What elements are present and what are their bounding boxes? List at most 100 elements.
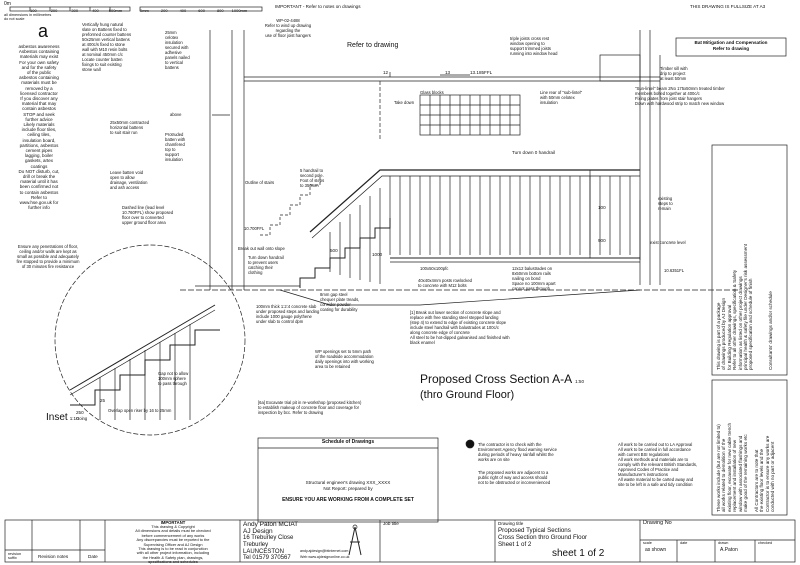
level-106351: 10.6351FL bbox=[664, 268, 685, 273]
schedule-warning: ENSURE YOU ARE WORKING FROM A COMPLETE S… bbox=[282, 497, 414, 503]
schedule-body: Structural engineer's drawing XXX_XXXX N… bbox=[305, 480, 391, 491]
date-label: Date bbox=[88, 554, 98, 559]
side-note-works: These works include (but are not limited… bbox=[716, 422, 749, 512]
break-out-slab-note: [1] Break out lower section of concrete … bbox=[410, 310, 510, 345]
excavate-note: [6a] Excavate trial pit in re-workshop (… bbox=[258, 400, 362, 415]
scale-zero-label: 0m bbox=[4, 1, 11, 7]
insulation-note: 25mm celotex insulation secured with adh… bbox=[165, 30, 190, 70]
scale-tick: 200 bbox=[160, 7, 168, 13]
important-heading: IMPORTANT bbox=[160, 520, 186, 525]
drawn-value: A.Paton bbox=[720, 547, 738, 553]
contractor-flood-note: The contractor is to check with the Envi… bbox=[478, 442, 557, 462]
break-out-note: Break out wall onto slope bbox=[238, 246, 285, 251]
company-address: 16 Treburley Close Treburley LAUNCESTON bbox=[243, 535, 294, 555]
scale-value: as shown bbox=[645, 547, 667, 553]
level-13185: 13.185FFL bbox=[470, 70, 493, 75]
company-tel: Tel 01579 370567 bbox=[243, 555, 291, 561]
handrail-pole-note: 5 handrail to second pole. Foot of steps… bbox=[300, 168, 325, 188]
side-note-package: This drawing is part of a package of dra… bbox=[716, 244, 754, 370]
inset-scale: 1:10 bbox=[69, 416, 79, 421]
take-down-label: Take down bbox=[394, 100, 415, 105]
asbestos-note: asbestos awareness Asbestos containing m… bbox=[18, 44, 60, 211]
inset-dim-250: 250 bbox=[76, 410, 84, 415]
battens-note: Vertically hung natural slate on Battens… bbox=[82, 22, 132, 72]
glass-blocks-label: Glass blocks bbox=[420, 90, 444, 95]
posts-label: 100x50x100pfc bbox=[420, 266, 449, 271]
fire-stopping-note: Ensure any penetrations of floor, ceilin… bbox=[16, 244, 80, 269]
important-body: This drawing & Copyright All dimensions … bbox=[135, 524, 211, 565]
date-label-2: date bbox=[680, 541, 688, 545]
scale-tick: 300 bbox=[71, 7, 79, 13]
company-email-visible: andy.ajdesign@btinternet.com bbox=[300, 549, 349, 553]
above-label: above bbox=[170, 112, 182, 117]
section-title-text: Proposed Cross Section A-A bbox=[420, 372, 573, 386]
overlap-riser-note: Overlap open riser by 16 to 25mm bbox=[108, 408, 172, 413]
protruded-batten-note: Protruded batten with chamfered top to s… bbox=[165, 132, 186, 162]
ffl-10700: 10.700FFL bbox=[244, 226, 265, 231]
scale-tick: 500mm bbox=[108, 7, 123, 13]
bat-mitigation-note: Bat Mitigation and Compensation Refer to… bbox=[694, 40, 768, 51]
scale-label: scale bbox=[643, 541, 652, 545]
outline-stairs-label: Outline of stairs bbox=[245, 180, 275, 185]
print-size-note: THIS DRAWING IS FULLSIZE AT A3 bbox=[690, 4, 766, 9]
drawing-no-label: Drawing No bbox=[643, 520, 672, 526]
scale-tick: 200 bbox=[50, 7, 58, 13]
scale-tick: 100 bbox=[30, 7, 37, 13]
scale-tick: 600 bbox=[198, 7, 205, 13]
contracted-battens-note: 25x50mm contracted horizontal battens to… bbox=[110, 120, 150, 135]
important-note: IMPORTANT - Refer to notes on drawings bbox=[275, 4, 361, 9]
dim-900: 900 bbox=[598, 238, 606, 243]
sheet-number: sheet 1 of 2 bbox=[552, 548, 605, 559]
designer-name: Andy Paton MCIAT bbox=[243, 521, 299, 528]
dim-12: 12 bbox=[383, 70, 389, 75]
scale-tick: 400 bbox=[92, 7, 99, 13]
turn-down-handrail-note-2: Turn down handrail to prevent users catc… bbox=[248, 255, 284, 275]
asbestos-letter: a bbox=[38, 21, 49, 41]
wp-note: WP-02-4488 Refer to wind up drawing rega… bbox=[264, 18, 312, 38]
concrete-slab-note: 100mm thick 1:2:4 concrete slab under pr… bbox=[256, 304, 320, 324]
drawn-label: drawn bbox=[718, 541, 729, 545]
revision-notes-label: Revision notes bbox=[38, 554, 69, 559]
chequer-plate-note: 8mm gap steel chequer plate treads, cons… bbox=[320, 292, 360, 312]
drawing-title-label: Drawing title bbox=[498, 521, 524, 526]
job-title-label: Job title bbox=[383, 521, 399, 526]
side-note-consultants: Consultants' drawings and/or schedule bbox=[768, 291, 773, 370]
dim-500: 500 bbox=[330, 248, 338, 253]
lintel-line-note: Line rear of "sub-lintel" with 50mm celo… bbox=[540, 90, 583, 105]
existing-steps-note: existing steps to remain bbox=[658, 196, 673, 211]
exist-concrete-level: exist concrete level bbox=[650, 240, 686, 245]
revision-suffix-label: revision suffix bbox=[8, 552, 22, 561]
timber-sill-note: Timber sill with drip to project at leas… bbox=[660, 66, 688, 81]
inset-dim-25: 25 bbox=[100, 398, 106, 403]
dimensions-note: all dimensions in millimetres do not sca… bbox=[4, 13, 52, 22]
going-label: Going bbox=[76, 416, 88, 421]
dim-100: 100 bbox=[598, 205, 606, 210]
schedule-title: Schedule of Drawings bbox=[321, 439, 375, 445]
triple-joists-note: triple joists cross rest window opening … bbox=[510, 36, 558, 56]
refer-to-drawing: Refer to drawing bbox=[347, 42, 399, 49]
dim-13: 13 bbox=[445, 70, 451, 75]
company-web: Web www.ajdesignonline.co.uk bbox=[300, 555, 350, 559]
sun-lintel-note: "Sun-lintel" beam 2No 175x50mm treated t… bbox=[635, 86, 725, 106]
drawing-title: Proposed Typical Sections Cross Section … bbox=[498, 527, 588, 548]
dashed-line-note: Dashed line (lead level 10.760FFL) show … bbox=[122, 205, 174, 225]
section-subtitle: (thro Ground Floor) bbox=[420, 389, 515, 401]
dim-1000: 1000 bbox=[372, 252, 383, 257]
scale-tick: 800 bbox=[216, 7, 224, 13]
balusters-note: 12x12 balustrades on 8x50mm bottom rails… bbox=[512, 266, 556, 291]
leave-batten-note: Leave batten void open to allow drainage… bbox=[110, 170, 148, 190]
right-of-way-note: The proposed works are adjacent to a pub… bbox=[478, 470, 551, 485]
building-regs-note: All work to be carried out to LA Approva… bbox=[618, 442, 698, 487]
wp-openings-note: WP openings set to 5mm path of the roads… bbox=[315, 349, 374, 369]
company-name: AJ Design bbox=[243, 528, 273, 535]
inset-label: Inset bbox=[46, 412, 68, 423]
section-scale: 1:50 bbox=[575, 379, 585, 384]
side-note-contractors: All Contractors are to note that the exi… bbox=[754, 435, 776, 512]
scale-tick: 0mm bbox=[140, 7, 149, 13]
gap-sphere-note: Gap not to allow 100mm sphere to pass th… bbox=[158, 371, 189, 386]
scale-tick: 400 bbox=[179, 7, 187, 13]
